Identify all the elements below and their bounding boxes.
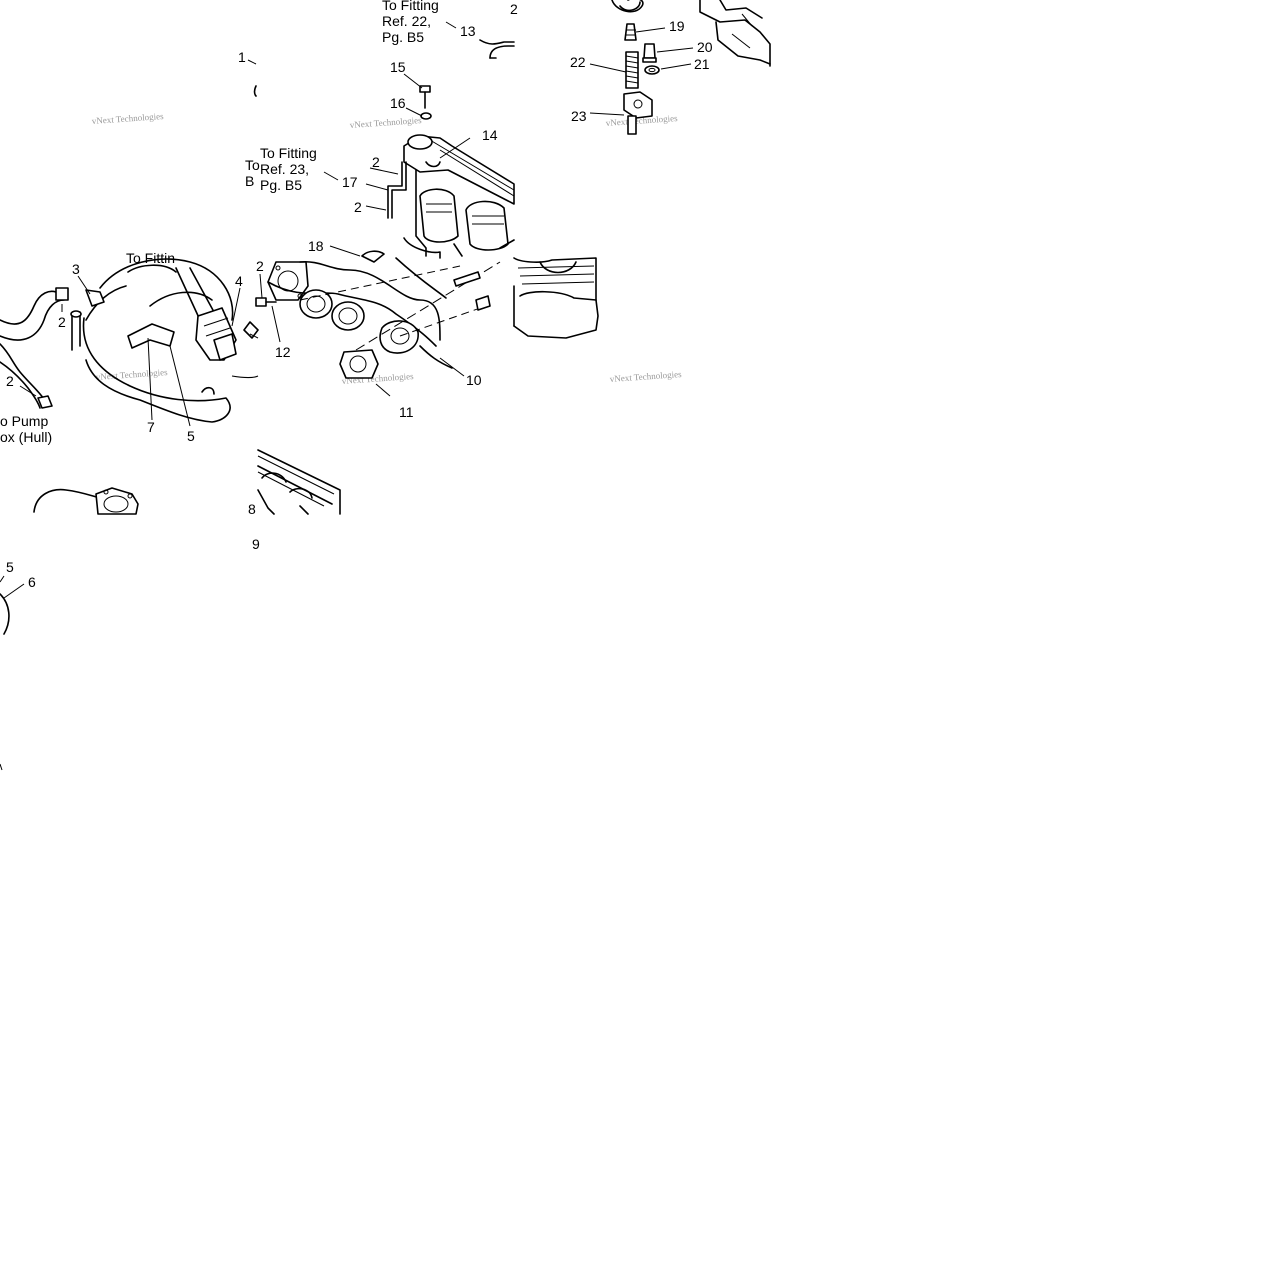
note-line: Pg. B5	[382, 29, 424, 45]
callout-2: 2	[58, 314, 66, 330]
callout-21: 21	[694, 56, 710, 72]
callout-22: 22	[570, 54, 586, 70]
callout-2: 2	[354, 199, 362, 215]
watermark: vNext Technologies	[91, 111, 164, 126]
note-line: To Fitting	[260, 145, 317, 161]
callout-3: 3	[72, 261, 80, 277]
callout-23: 23	[571, 108, 587, 124]
callout-12: 12	[275, 344, 291, 360]
note-partial: To Fittin	[126, 250, 175, 266]
callout-7: 7	[147, 419, 155, 435]
lower-partial-views: 8 9 5 6	[0, 449, 341, 771]
callout-5: 5	[187, 428, 195, 444]
note-partial: B	[245, 173, 254, 189]
fitting-22-note: To Fitting Ref. 22, Pg. B5 13 2	[382, 0, 518, 59]
callout-4: 4	[235, 273, 243, 289]
note-line: Ref. 23,	[260, 161, 309, 177]
cooling-fitting-assembly: 19 20 21 22 23	[570, 0, 771, 135]
callout-17: 17	[342, 174, 358, 190]
callout-9: 9	[252, 536, 260, 552]
note-line: To Fitting	[382, 0, 439, 13]
callout-13: 13	[460, 23, 476, 39]
callout-8: 8	[248, 501, 256, 517]
callout-20: 20	[697, 39, 713, 55]
cylinder-block	[513, 257, 599, 339]
callout-16: 16	[390, 95, 406, 111]
callout-2-partial: 2	[510, 1, 518, 17]
callout-6: 6	[28, 574, 36, 590]
callout-1-group: 1 To B	[238, 49, 260, 189]
note-line: ox (Hull)	[0, 429, 52, 445]
note-line: Ref. 22,	[382, 13, 431, 29]
callout-5: 5	[6, 559, 14, 575]
callout-15: 15	[390, 59, 406, 75]
callout-2: 2	[256, 258, 264, 274]
note-partial: To	[245, 157, 260, 173]
note-line: Pg. B5	[260, 177, 302, 193]
watermark: vNext Technologies	[349, 115, 422, 130]
callout-2: 2	[372, 154, 380, 170]
callout-2: 2	[6, 373, 14, 389]
watermark: vNext Technologies	[95, 367, 168, 382]
note-line: o Pump	[0, 413, 48, 429]
callout-1: 1	[238, 49, 246, 65]
callout-11: 11	[399, 404, 414, 420]
callout-19: 19	[669, 18, 685, 34]
manifold-head-assembly: 15 16 14 2 17 2 To Fitting Ref. 23, Pg. …	[260, 59, 515, 259]
exhaust-pipe-assembly: To Fittin 4 7 5 3 2	[0, 250, 259, 445]
callout-10: 10	[466, 372, 482, 388]
callout-14: 14	[482, 127, 498, 143]
watermark: vNext Technologies	[609, 369, 682, 384]
callout-18: 18	[308, 238, 324, 254]
exhaust-manifold: 11 10 18 2 12	[255, 238, 501, 420]
